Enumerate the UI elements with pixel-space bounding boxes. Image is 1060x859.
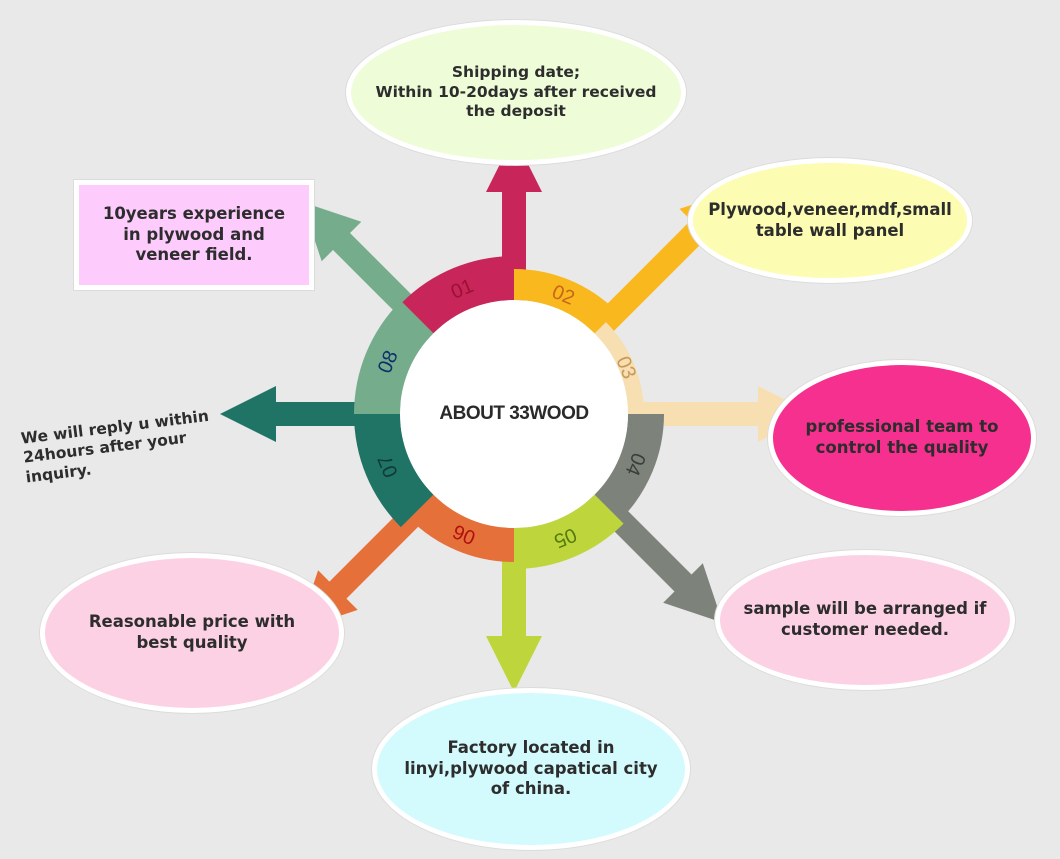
callout-sample-text: sample will be arranged if customer need… (743, 599, 987, 639)
callout-products: Plywood,veneer,mdf,small table wall pane… (688, 158, 972, 283)
center-circle (400, 300, 628, 528)
callout-factory: Factory located in linyi,plywood capatic… (372, 688, 690, 850)
ring-segment-03 (594, 322, 644, 414)
ring-segment-01 (402, 255, 514, 334)
callout-team-text: professional team to control the quality (805, 417, 999, 457)
ring-segment-02 (514, 269, 617, 334)
ring-segment-07 (354, 414, 434, 528)
callout-reply-text: We will reply u within 24hours after you… (19, 406, 210, 487)
callout-price: Reasonable price with best quality (40, 553, 344, 713)
callout-team: professional team to control the quality (768, 360, 1036, 516)
callout-experience-text: 10years experience in plywood and veneer… (102, 204, 286, 265)
ring-segment-06 (409, 494, 514, 562)
center-label: ABOUT 33WOOD (439, 403, 589, 424)
callout-shipping-text: Shipping date; Within 10-20days after re… (375, 63, 657, 121)
ring-segment-04 (594, 414, 664, 521)
ring-segment-08 (354, 300, 434, 414)
callout-experience: 10years experience in plywood and veneer… (74, 180, 314, 290)
arrow-07 (220, 386, 424, 442)
callout-sample: sample will be arranged if customer need… (715, 550, 1015, 690)
arrow-03 (604, 386, 814, 442)
arrow-01 (486, 136, 542, 324)
callout-factory-text: Factory located in linyi,plywood capatic… (404, 738, 658, 799)
callout-products-text: Plywood,veneer,mdf,small table wall pane… (708, 199, 952, 240)
callout-price-text: Reasonable price with best quality (88, 612, 296, 652)
arrow-05 (486, 504, 542, 692)
ring-segment-05 (514, 494, 624, 569)
callout-shipping: Shipping date; Within 10-20days after re… (346, 20, 686, 165)
